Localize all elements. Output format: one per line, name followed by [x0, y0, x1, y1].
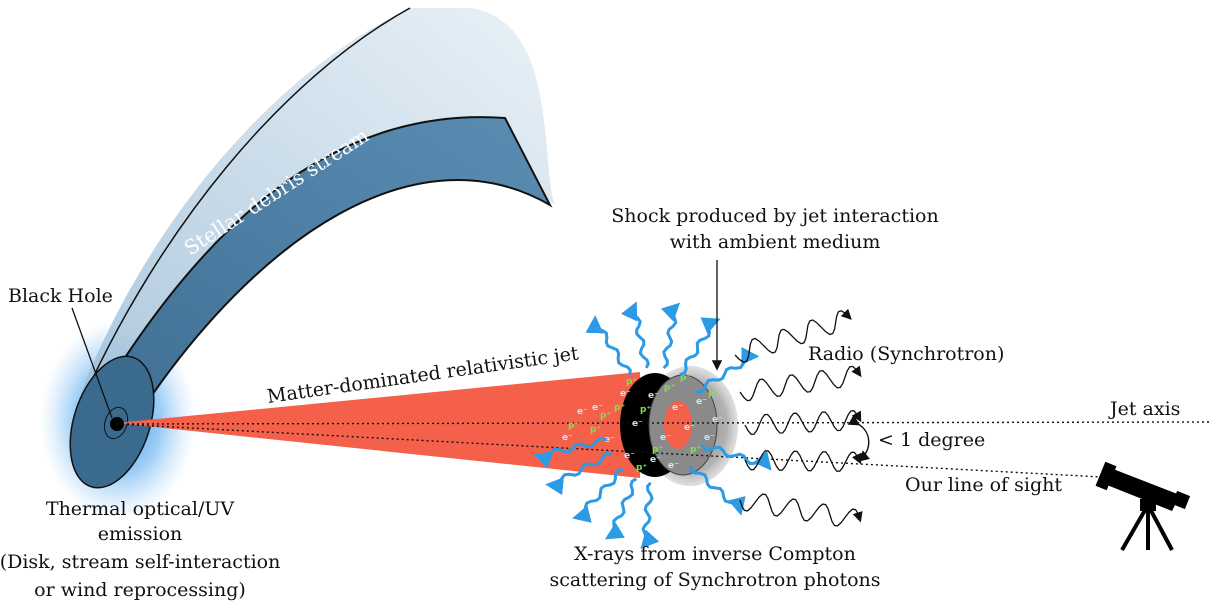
radio-waves: [734, 308, 863, 527]
xray-arrow: [640, 481, 660, 549]
xray-label-line1: X-rays from inverse Compton: [574, 543, 856, 565]
wavy-arrow-icon: [744, 410, 862, 435]
thermal-label-line2: emission: [98, 523, 183, 545]
wavy-arrow-icon: [744, 450, 862, 472]
xray-arrow: [688, 465, 746, 516]
electron-label: e⁻: [604, 435, 615, 445]
proton-label: p⁺: [626, 377, 637, 387]
proton-label: p⁺: [708, 389, 719, 399]
xray-arrow: [700, 443, 772, 471]
electron-label: e⁻: [684, 423, 695, 433]
proton-label: p⁺: [664, 383, 675, 393]
electron-label: e⁻: [712, 415, 723, 425]
wavy-arrow-icon: [739, 365, 862, 402]
proton-label: p⁺: [568, 421, 579, 431]
electron-label: e⁻: [660, 433, 671, 443]
shock-hole: [664, 401, 692, 449]
xray-label-line2: scattering of Synchrotron photons: [549, 569, 880, 591]
electron-label: e⁻: [624, 451, 635, 461]
jet-axis-line: [116, 421, 1211, 425]
electron-label: e⁻: [577, 407, 588, 417]
stream-edge: [84, 7, 411, 396]
xray-arrow: [660, 302, 681, 369]
black-hole-pointer: [71, 307, 113, 419]
xray-arrow: [604, 477, 638, 540]
thermal-label-line4: or wind reprocessing): [34, 579, 246, 601]
shock-label-line2: with ambient medium: [670, 231, 881, 253]
particle-group: e⁻p⁺e⁻p⁺e⁻p⁺e⁻p⁺e⁻p⁺e⁻p⁺e⁻p⁺e⁻p⁺e⁻p⁺e⁻e⁻…: [562, 373, 723, 473]
xray-arrows: [533, 301, 772, 549]
thermal-label-line3: (Disk, stream self-interaction: [0, 551, 280, 573]
line-of-sight-label: Our line of sight: [905, 474, 1062, 496]
proton-label: p⁺: [652, 445, 663, 455]
electron-label: e⁻: [562, 433, 573, 443]
telescope-icon: [1095, 461, 1191, 552]
proton-label: p⁺: [614, 403, 625, 413]
xray-arrow: [679, 317, 721, 377]
xray-arrow: [585, 315, 632, 375]
electron-label: e⁻: [668, 461, 679, 471]
electron-label: e⁻: [672, 403, 683, 413]
xray-arrow: [545, 451, 612, 496]
xray-arrow: [620, 301, 650, 369]
proton-label: p⁺: [640, 405, 651, 415]
proton-label: p⁺: [590, 425, 601, 435]
proton-label: p⁺: [636, 463, 647, 473]
xray-arrow: [533, 436, 608, 469]
electron-label: e⁻: [592, 403, 603, 413]
electron-label: e⁻: [704, 433, 715, 443]
wavy-arrow-icon: [739, 493, 863, 527]
angle-label: < 1 degree: [878, 429, 985, 451]
thermal-label-line1: Thermal optical/UV: [46, 498, 234, 520]
electron-label: e⁻: [696, 397, 707, 407]
jet-axis-label: Jet axis: [1108, 398, 1180, 420]
proton-label: p⁺: [690, 445, 701, 455]
disk-inner-ring: [103, 406, 129, 440]
radio-label: Radio (Synchrotron): [808, 343, 1004, 365]
black-hole-label: Black Hole: [8, 285, 113, 307]
electron-label: e⁻: [648, 391, 659, 401]
wavy-arrow-icon: [734, 308, 852, 363]
relativistic-jet: [116, 372, 640, 478]
angle-arc: [847, 414, 871, 462]
electron-label: e⁻: [650, 455, 661, 465]
xray-arrow: [572, 467, 624, 523]
proton-label: p⁺: [600, 411, 611, 421]
electron-label: e⁻: [632, 419, 643, 429]
shock-label-line1: Shock produced by jet interaction: [611, 205, 938, 227]
proton-label: p⁺: [680, 373, 691, 383]
electron-label: e⁻: [620, 389, 631, 399]
